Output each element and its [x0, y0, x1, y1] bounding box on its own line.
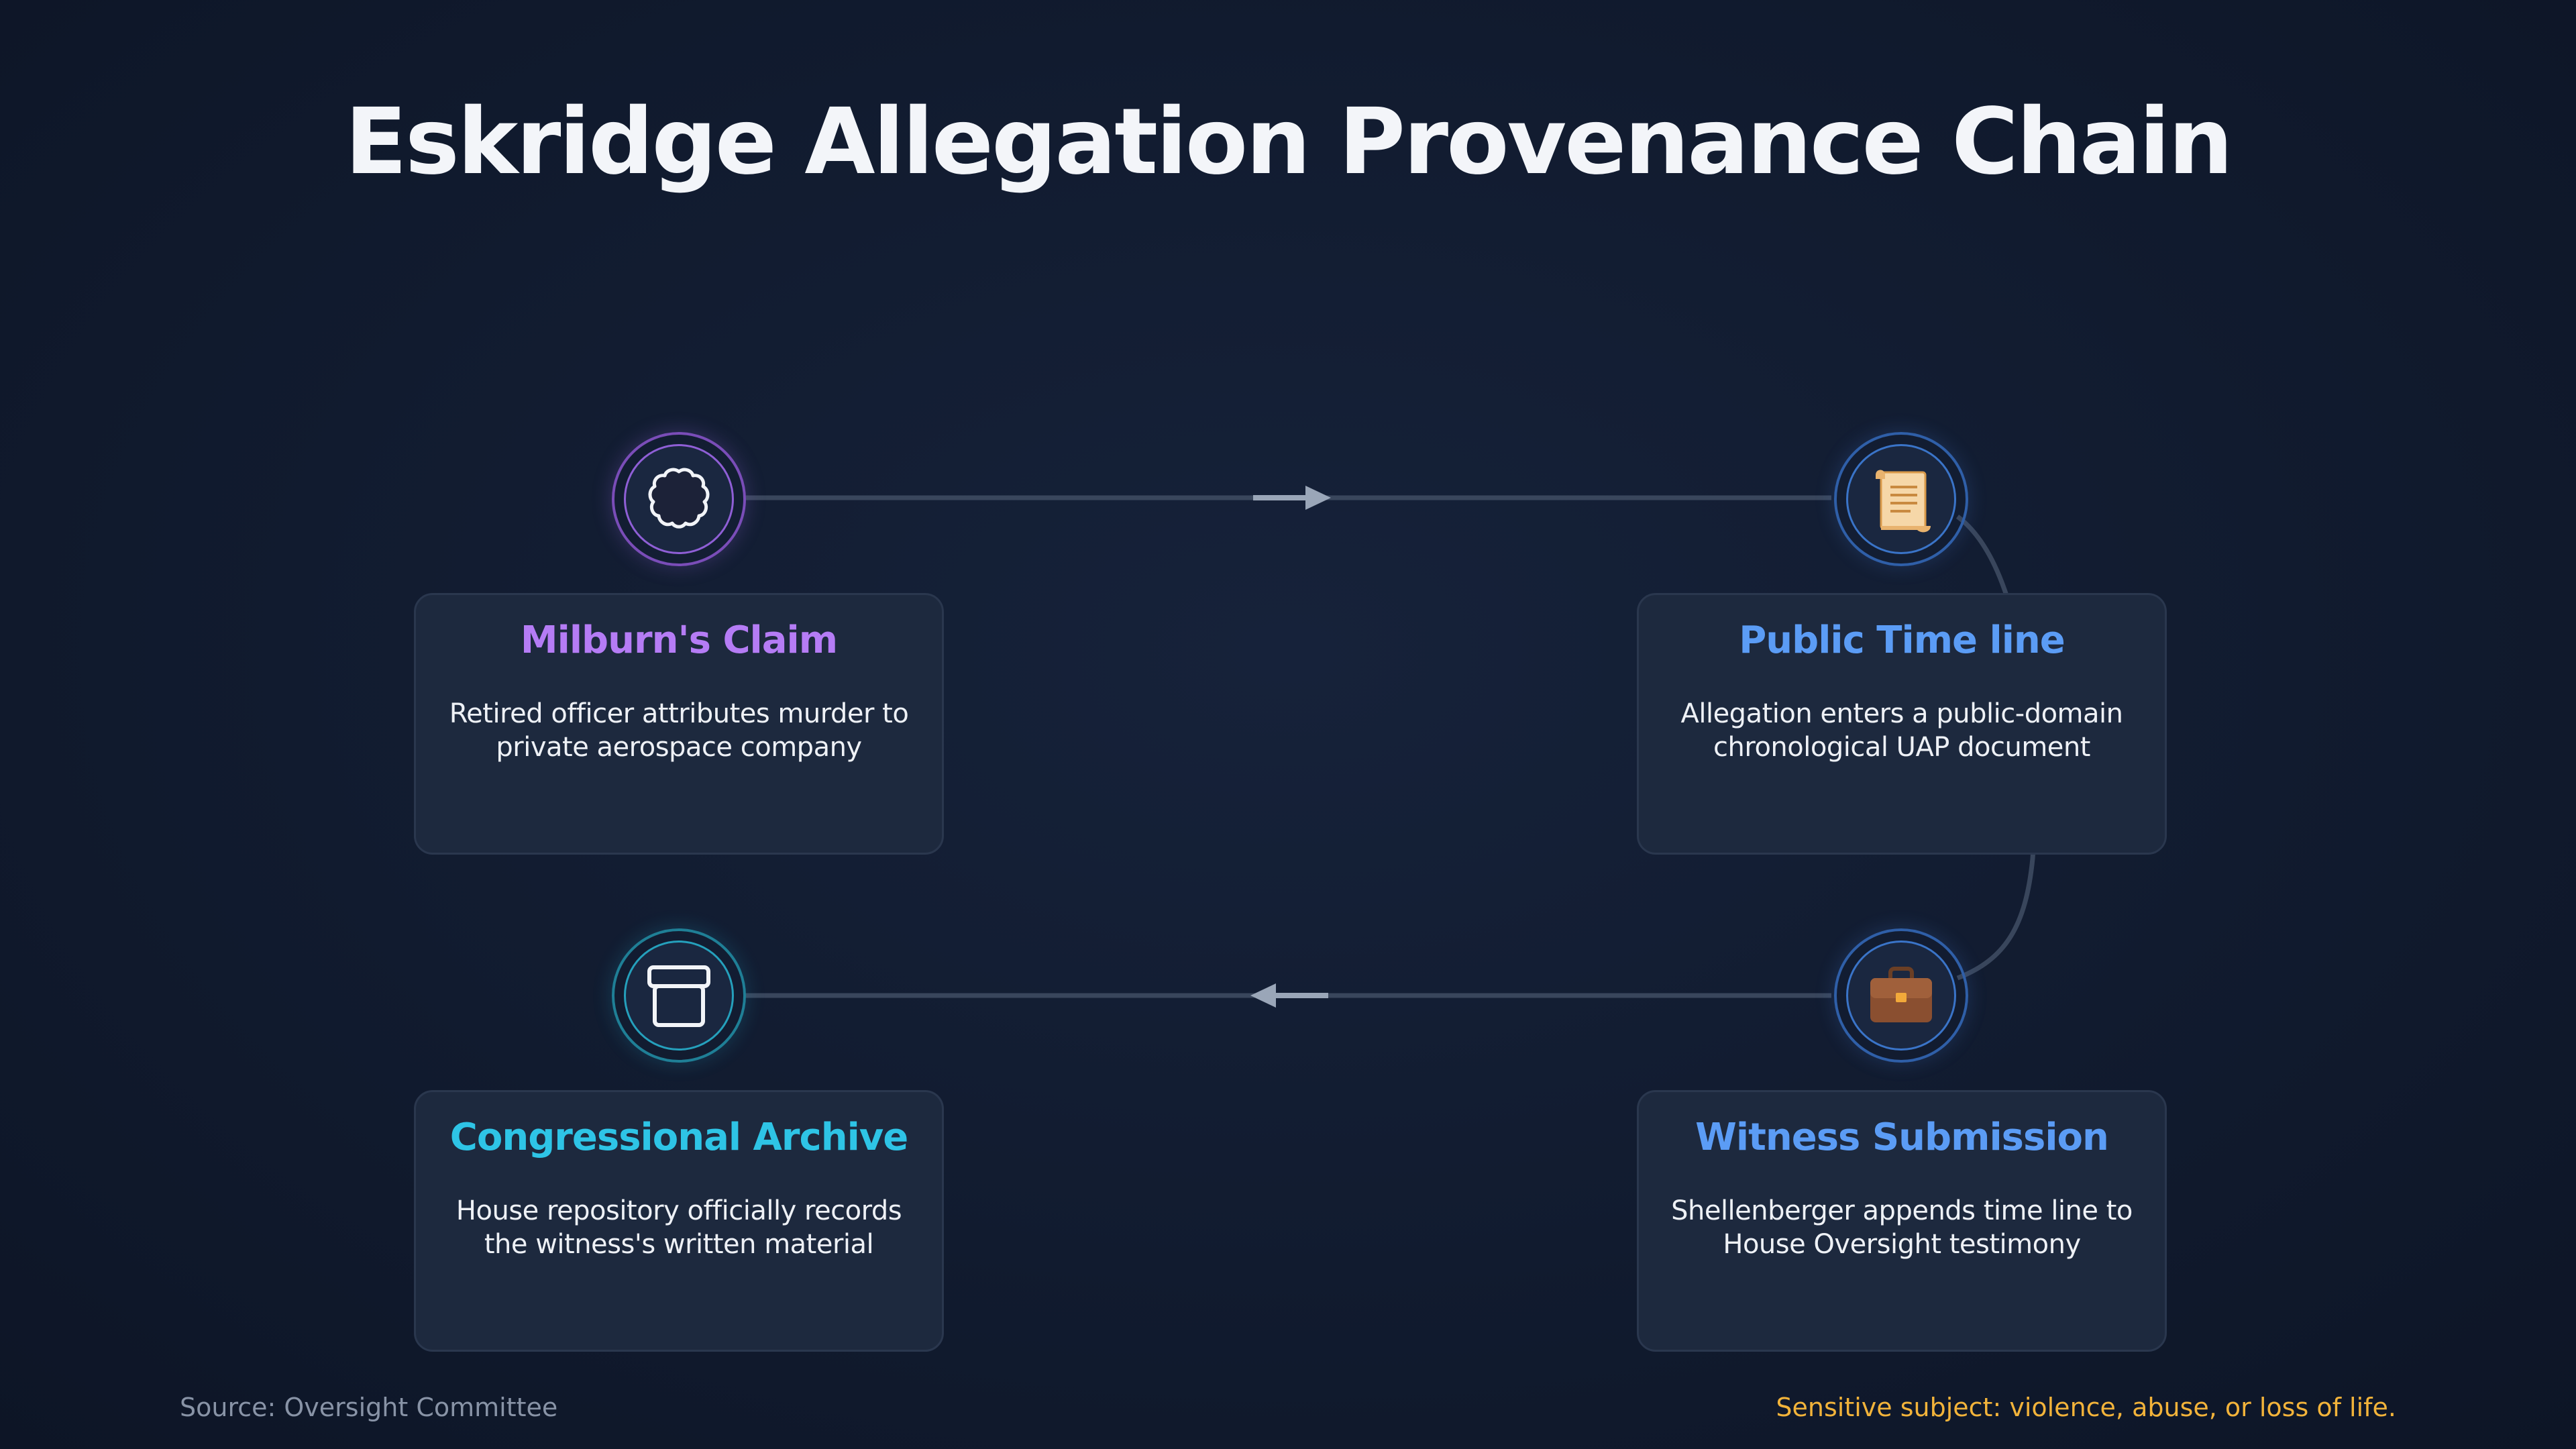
archive-box-icon: [647, 965, 710, 1027]
card-title: Witness Submission: [1695, 1116, 2109, 1159]
scroll-icon: [1876, 470, 1931, 533]
briefcase-icon: [1870, 967, 1932, 1022]
card-description: Retired officer attributes murder to pri…: [449, 698, 909, 763]
arrow-left-icon: [1250, 983, 1328, 1008]
node-congressional-archive: [612, 928, 746, 1063]
card-description: Allegation enters a public-domain chrono…: [1680, 698, 2123, 763]
brain-icon: [648, 468, 710, 529]
card-public-timeline: Public Time line Allegation enters a pub…: [1637, 593, 2167, 855]
card-congressional-archive: Congressional Archive House repository o…: [414, 1090, 944, 1352]
sensitive-warning: Sensitive subject: violence, abuse, or l…: [1776, 1393, 2396, 1422]
card-title: Milburn's Claim: [520, 619, 838, 662]
arrow-right-icon: [1253, 486, 1331, 510]
node-witness-submission: [1834, 928, 1968, 1063]
card-title: Congressional Archive: [449, 1116, 909, 1159]
source-note: Source: Oversight Committee: [180, 1393, 558, 1422]
page-title: Eskridge Allegation Provenance Chain: [345, 89, 2233, 195]
node-milburns-claim: [612, 432, 746, 566]
card-description: House repository officially records the …: [455, 1195, 902, 1260]
card-milburns-claim: Milburn's Claim Retired officer attribut…: [414, 593, 944, 855]
card-description: Shellenberger appends time line to House…: [1671, 1195, 2133, 1260]
card-witness-submission: Witness Submission Shellenberger appends…: [1637, 1090, 2167, 1352]
card-title: Public Time line: [1739, 619, 2065, 662]
node-public-timeline: [1834, 432, 1968, 566]
